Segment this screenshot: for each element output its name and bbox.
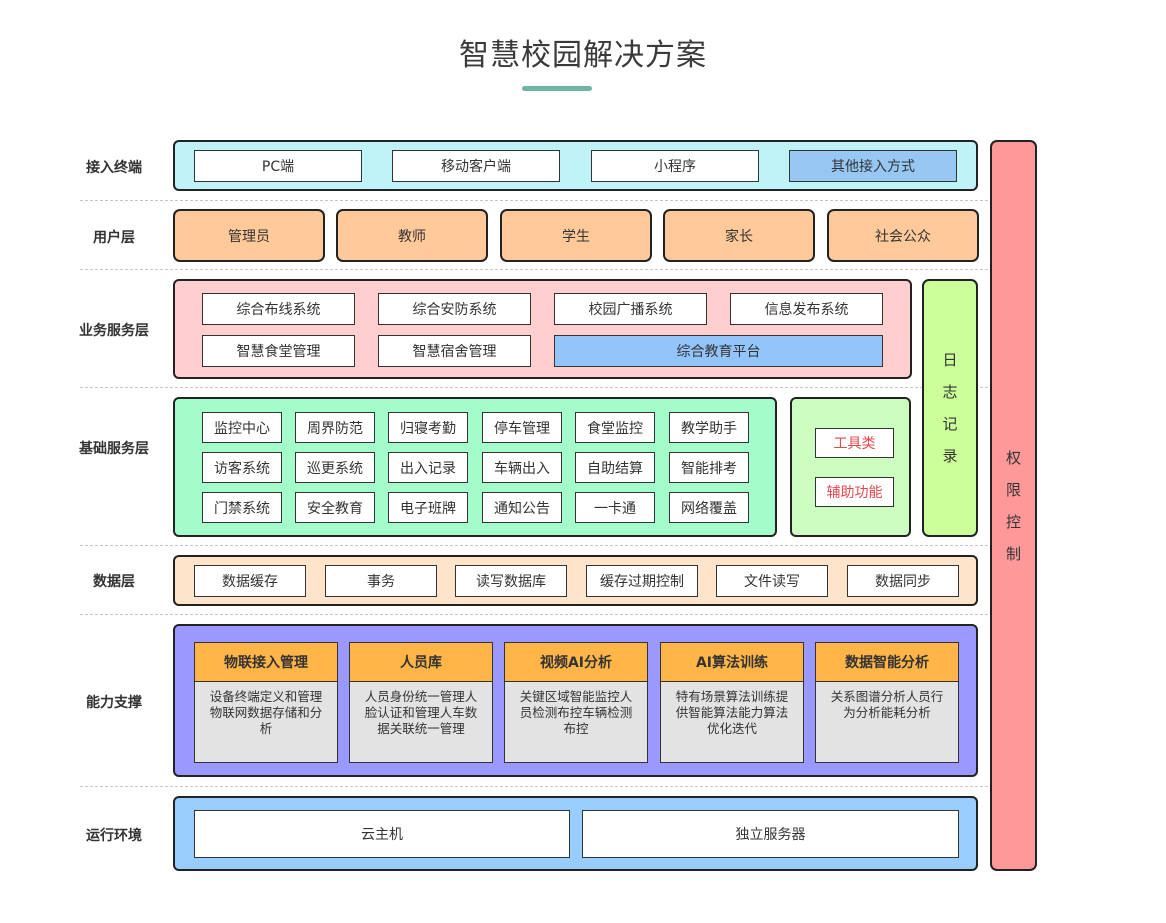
basic-item: 自助结算 bbox=[575, 452, 655, 483]
capability-card: 视频AI分析 关键区域智能监控人员检测布控车辆检测布控 bbox=[504, 642, 648, 763]
log-char: 记 bbox=[942, 415, 958, 433]
business-item: 智慧食堂管理 bbox=[202, 335, 355, 367]
row-label-data: 数据层 bbox=[93, 574, 135, 590]
capability-card-title: AI算法训练 bbox=[661, 643, 803, 682]
row-separator bbox=[80, 200, 988, 201]
business-item: 智慧宿舍管理 bbox=[378, 335, 531, 367]
tool-item-aux: 辅助功能 bbox=[815, 477, 894, 507]
data-item: 读写数据库 bbox=[455, 565, 567, 597]
basic-item: 归寝考勤 bbox=[388, 412, 468, 443]
user-teacher: 教师 bbox=[336, 209, 488, 262]
capability-card: 人员库 人员身份统一管理人脸认证和管理人车数据关联统一管理 bbox=[349, 642, 493, 763]
business-item: 校园广播系统 bbox=[554, 293, 707, 325]
permission-char: 限 bbox=[1005, 480, 1021, 499]
data-item: 数据缓存 bbox=[194, 565, 306, 597]
runtime-item-server: 独立服务器 bbox=[582, 810, 959, 858]
capability-card-desc: 人员身份统一管理人脸认证和管理人车数据关联统一管理 bbox=[364, 689, 478, 736]
title-underline bbox=[522, 86, 592, 91]
tool-item-tools: 工具类 bbox=[815, 428, 894, 458]
data-item: 文件读写 bbox=[716, 565, 828, 597]
row-label-access: 接入终端 bbox=[86, 160, 142, 176]
capability-card: AI算法训练 特有场景算法训练提供智能算法能力算法优化迭代 bbox=[660, 642, 804, 763]
basic-item: 访客系统 bbox=[202, 452, 282, 483]
data-item: 数据同步 bbox=[847, 565, 959, 597]
basic-item: 教学助手 bbox=[669, 412, 749, 443]
row-separator bbox=[80, 786, 988, 787]
capability-card-desc: 特有场景算法训练提供智能算法能力算法优化迭代 bbox=[675, 689, 789, 736]
business-item: 综合安防系统 bbox=[378, 293, 531, 325]
basic-item: 一卡通 bbox=[575, 492, 655, 523]
access-item-mobile: 移动客户端 bbox=[392, 150, 560, 182]
capability-card-desc: 设备终端定义和管理物联网数据存储和分析 bbox=[209, 689, 323, 736]
access-item-other: 其他接入方式 bbox=[789, 150, 957, 182]
access-panel: PC端 移动客户端 小程序 其他接入方式 bbox=[173, 140, 978, 191]
basic-item: 智能排考 bbox=[669, 452, 749, 483]
user-public: 社会公众 bbox=[827, 209, 979, 262]
capability-panel: 物联接入管理 设备终端定义和管理物联网数据存储和分析 人员库 人员身份统一管理人… bbox=[173, 624, 978, 777]
row-separator bbox=[80, 614, 988, 615]
basic-item: 门禁系统 bbox=[202, 492, 282, 523]
permission-char: 权 bbox=[1005, 448, 1021, 467]
access-item-miniapp: 小程序 bbox=[591, 150, 759, 182]
row-label-basic: 基础服务层 bbox=[79, 441, 149, 457]
tools-panel: 工具类 辅助功能 bbox=[790, 397, 911, 537]
permission-panel: 权 限 控 制 bbox=[990, 140, 1037, 871]
capability-card: 数据智能分析 关系图谱分析人员行为分析能耗分析 bbox=[815, 642, 959, 763]
basic-item: 停车管理 bbox=[482, 412, 562, 443]
capability-card-desc: 关键区域智能监控人员检测布控车辆检测布控 bbox=[519, 689, 633, 736]
basic-item: 监控中心 bbox=[202, 412, 282, 443]
permission-char: 制 bbox=[1005, 544, 1021, 563]
capability-card-title: 视频AI分析 bbox=[505, 643, 647, 682]
basic-item: 出入记录 bbox=[388, 452, 468, 483]
capability-card-title: 物联接入管理 bbox=[195, 643, 337, 682]
business-item-education-platform: 综合教育平台 bbox=[554, 335, 883, 367]
log-panel: 日 志 记 录 bbox=[922, 279, 978, 537]
capability-card-title: 人员库 bbox=[350, 643, 492, 682]
business-item: 信息发布系统 bbox=[730, 293, 883, 325]
basic-item: 食堂监控 bbox=[575, 412, 655, 443]
data-panel: 数据缓存 事务 读写数据库 缓存过期控制 文件读写 数据同步 bbox=[173, 555, 978, 606]
basic-item: 网络覆盖 bbox=[669, 492, 749, 523]
row-label-user: 用户层 bbox=[93, 230, 135, 246]
basic-item: 周界防范 bbox=[295, 412, 375, 443]
data-item: 缓存过期控制 bbox=[586, 565, 698, 597]
user-admin: 管理员 bbox=[173, 209, 325, 262]
row-separator bbox=[80, 545, 988, 546]
runtime-item-cloud: 云主机 bbox=[194, 810, 570, 858]
capability-card: 物联接入管理 设备终端定义和管理物联网数据存储和分析 bbox=[194, 642, 338, 763]
permission-char: 控 bbox=[1005, 512, 1021, 531]
runtime-panel: 云主机 独立服务器 bbox=[173, 796, 978, 871]
basic-item: 巡更系统 bbox=[295, 452, 375, 483]
log-char: 日 bbox=[942, 351, 958, 369]
capability-card-title: 数据智能分析 bbox=[816, 643, 958, 682]
access-item-pc: PC端 bbox=[194, 150, 362, 182]
basic-panel: 监控中心 周界防范 归寝考勤 停车管理 食堂监控 教学助手 访客系统 巡更系统 … bbox=[173, 397, 777, 537]
user-student: 学生 bbox=[500, 209, 652, 262]
business-panel: 综合布线系统 综合安防系统 校园广播系统 信息发布系统 智慧食堂管理 智慧宿舍管… bbox=[173, 279, 912, 379]
row-label-runtime: 运行环境 bbox=[86, 828, 142, 844]
user-parent: 家长 bbox=[663, 209, 815, 262]
basic-item: 安全教育 bbox=[295, 492, 375, 523]
data-item: 事务 bbox=[325, 565, 437, 597]
row-separator bbox=[80, 269, 988, 270]
basic-item: 电子班牌 bbox=[388, 492, 468, 523]
basic-item: 通知公告 bbox=[482, 492, 562, 523]
log-char: 录 bbox=[942, 447, 958, 465]
row-separator bbox=[80, 387, 988, 388]
basic-item: 车辆出入 bbox=[482, 452, 562, 483]
log-char: 志 bbox=[942, 383, 958, 401]
business-item: 综合布线系统 bbox=[202, 293, 355, 325]
page-title: 智慧校园解决方案 bbox=[459, 38, 707, 73]
row-label-business: 业务服务层 bbox=[79, 323, 149, 339]
capability-card-desc: 关系图谱分析人员行为分析能耗分析 bbox=[830, 689, 944, 720]
row-label-capability: 能力支撑 bbox=[86, 695, 142, 711]
